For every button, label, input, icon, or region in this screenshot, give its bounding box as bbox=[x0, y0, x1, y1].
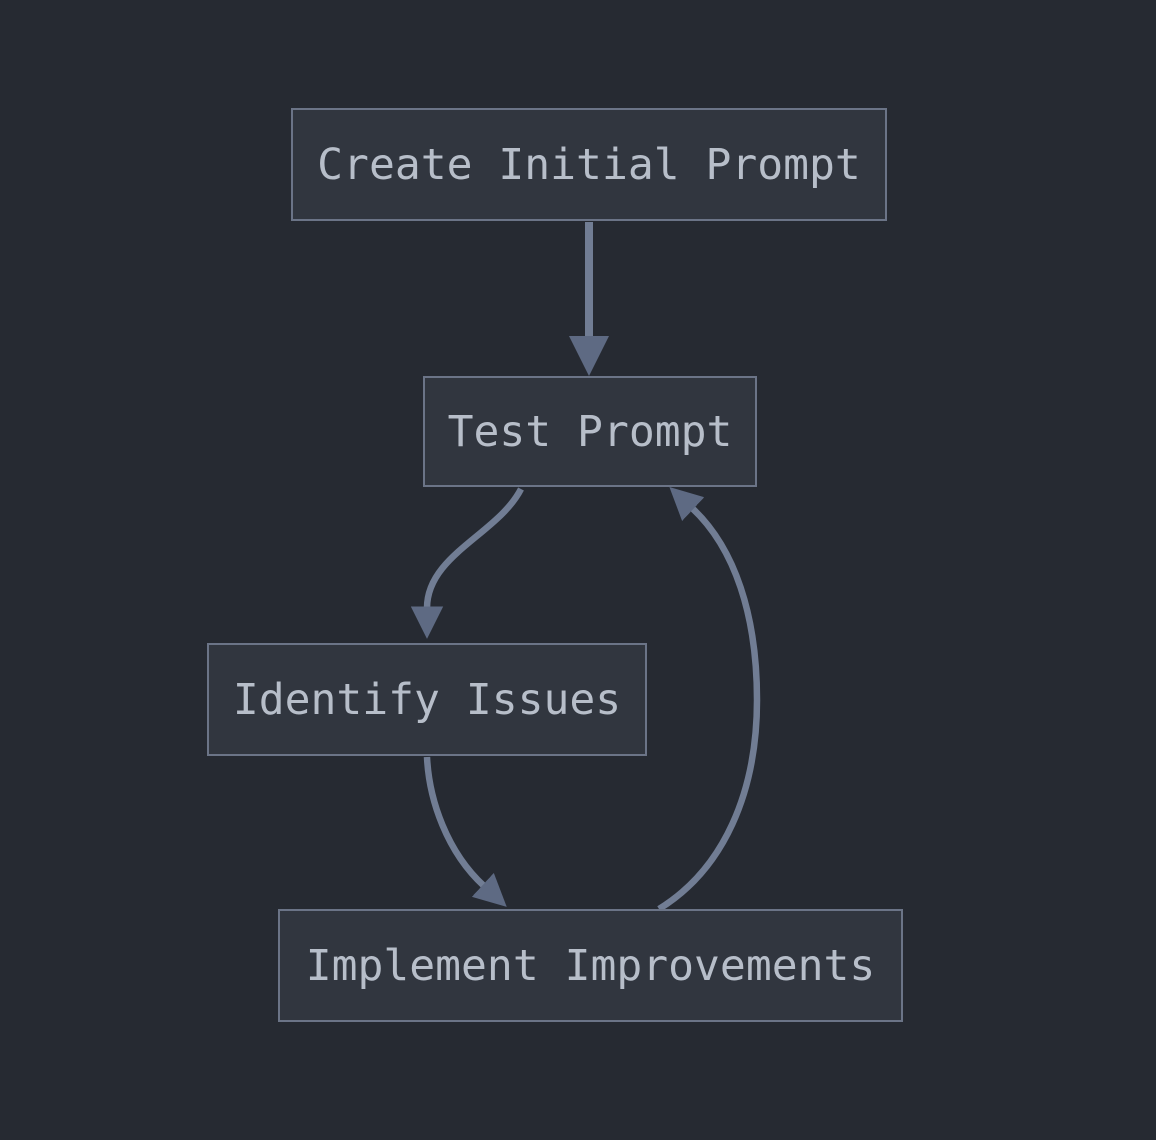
edge-implement-to-test bbox=[657, 486, 761, 912]
node-label: Test Prompt bbox=[447, 406, 733, 457]
node-test-prompt: Test Prompt bbox=[423, 376, 757, 487]
node-label: Create Initial Prompt bbox=[317, 139, 861, 190]
node-label: Implement Improvements bbox=[305, 940, 876, 991]
node-implement-improvements: Implement Improvements bbox=[278, 909, 903, 1022]
edge-identify-to-implement bbox=[423, 756, 507, 907]
edge-test-to-identify bbox=[410, 487, 524, 639]
node-create-initial-prompt: Create Initial Prompt bbox=[291, 108, 887, 221]
node-label: Identify Issues bbox=[232, 674, 622, 725]
node-identify-issues: Identify Issues bbox=[207, 643, 647, 756]
